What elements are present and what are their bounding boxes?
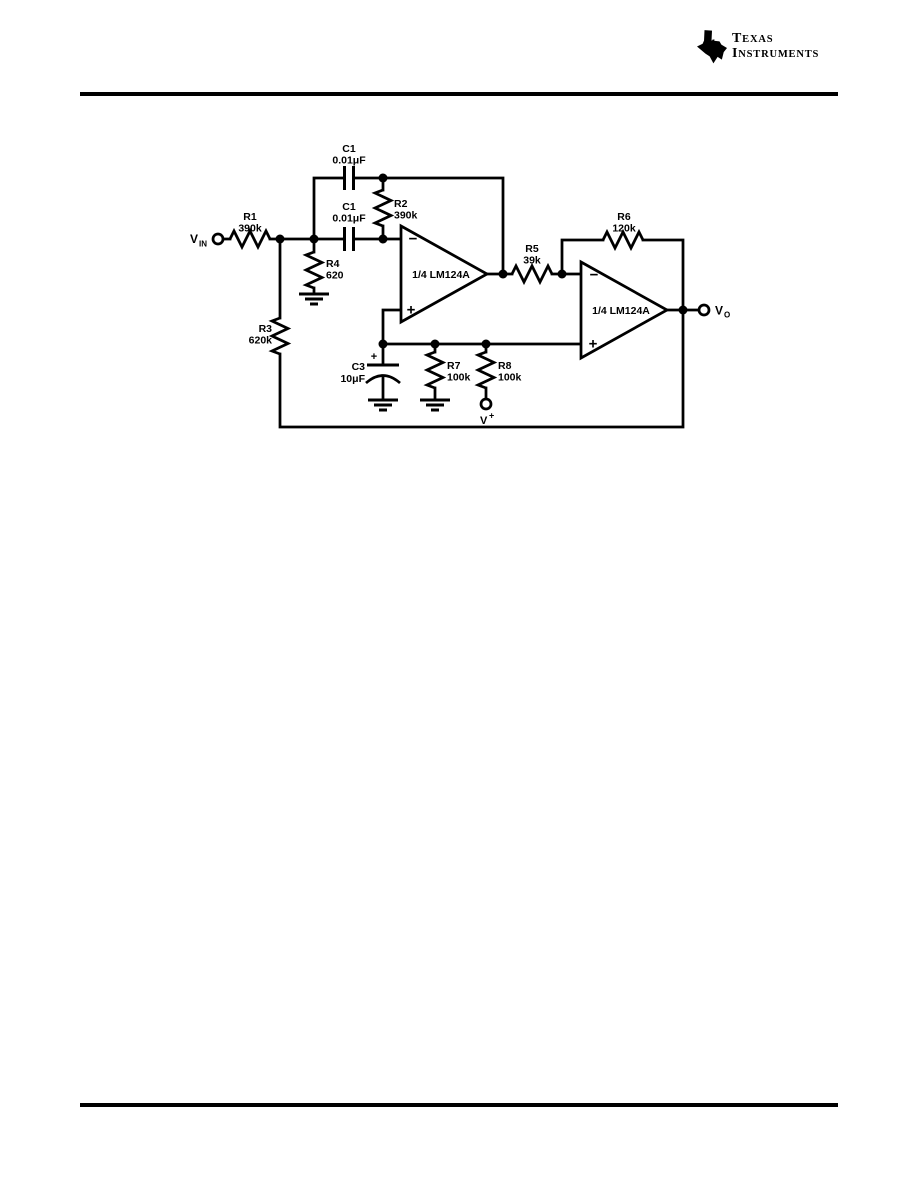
texas-map-shape	[697, 30, 727, 64]
junction-dot	[378, 173, 388, 183]
junction-dot	[275, 234, 285, 244]
vo-label-subscript: O	[724, 311, 730, 320]
junction-dot	[557, 269, 567, 279]
ground-symbol-r7	[420, 398, 450, 412]
r3-value-label: 620k	[249, 335, 273, 347]
c1-bottom-ref-label: C1	[342, 201, 356, 213]
r1-value-label: 390k	[238, 223, 262, 235]
resistor-r7	[423, 350, 447, 390]
c3-polarity-mark: +	[371, 351, 377, 363]
junction-dot	[430, 339, 440, 349]
r4-ref-label: R4	[326, 258, 340, 270]
texas-map-icon: ti	[697, 30, 727, 64]
resistor-r2	[371, 188, 395, 228]
c1-top-ref-label: C1	[342, 143, 356, 155]
header-rule	[80, 92, 838, 96]
vplus-label: V	[480, 415, 488, 427]
ti-logo-wordmark: TEXAS INSTRUMENTS	[732, 31, 819, 61]
junction-dot	[498, 269, 508, 279]
texas-initial: T	[732, 31, 743, 46]
ti-logo-word-instruments: INSTRUMENTS	[732, 46, 819, 61]
r7-ref-label: R7	[447, 360, 461, 372]
r5-ref-label: R5	[525, 243, 539, 255]
r3-ref-label: R3	[259, 323, 273, 335]
resistor-r5	[510, 262, 554, 286]
ti-script-letters: ti	[704, 38, 717, 56]
opamp1-noninverting-input-sign: +	[407, 302, 416, 319]
r7-value-label: 100k	[447, 372, 471, 384]
vo-label: V	[715, 304, 723, 318]
ground-symbol-r4	[299, 292, 329, 306]
vin-label-subscript: IN	[199, 240, 207, 249]
r6-value-label: 120k	[612, 223, 636, 235]
junction-dot	[309, 234, 319, 244]
footer-rule	[80, 1103, 838, 1107]
vplus-label-superscript: +	[489, 411, 494, 421]
texas-rest: EXAS	[742, 34, 774, 45]
resistor-r1	[228, 227, 272, 251]
resistor-r3	[268, 316, 292, 356]
r4-value-label: 620	[326, 270, 344, 282]
opamp1-label: 1/4 LM124A	[412, 269, 470, 281]
ti-logo-word-texas: TEXAS	[732, 31, 819, 46]
r2-ref-label: R2	[394, 198, 408, 210]
resistor-r8	[474, 350, 498, 390]
capacitor-c3-curved-plate	[365, 374, 401, 385]
vplus-terminal	[479, 397, 493, 411]
opamp2-triangle	[579, 259, 670, 361]
c1-bottom-value-label: 0.01μF	[332, 213, 366, 225]
r5-value-label: 39k	[523, 255, 541, 267]
vin-label: V	[190, 232, 198, 246]
opamp1-triangle	[399, 223, 490, 325]
vin-terminal	[211, 232, 225, 246]
ti-logo: ti TEXAS INSTRUMENTS	[697, 30, 819, 64]
capacitor-c1-top-plates	[343, 166, 355, 190]
junction-dot	[678, 305, 688, 315]
junction-dot	[481, 339, 491, 349]
opamp1-inverting-input-sign: −	[409, 231, 418, 248]
resistor-r4	[302, 250, 326, 290]
c3-value-label: 10μF	[340, 373, 365, 385]
r2-value-label: 390k	[394, 210, 418, 222]
ground-symbol-c3	[368, 398, 398, 412]
junction-dot	[378, 339, 388, 349]
resistor-r6	[601, 228, 645, 252]
capacitor-c1-bottom-plates	[343, 227, 355, 251]
r8-value-label: 100k	[498, 372, 522, 384]
opamp2-noninverting-input-sign: +	[589, 336, 598, 353]
c3-ref-label: C3	[352, 361, 366, 373]
c1-top-value-label: 0.01μF	[332, 155, 366, 167]
junction-dot	[378, 234, 388, 244]
opamp2-label: 1/4 LM124A	[592, 305, 650, 317]
opamp2-inverting-input-sign: −	[590, 267, 599, 284]
instruments-initial: I	[732, 46, 739, 61]
r1-ref-label: R1	[243, 211, 257, 223]
r6-ref-label: R6	[617, 211, 631, 223]
vo-terminal	[697, 303, 711, 317]
instruments-rest: NSTRUMENTS	[738, 49, 820, 60]
r8-ref-label: R8	[498, 360, 512, 372]
